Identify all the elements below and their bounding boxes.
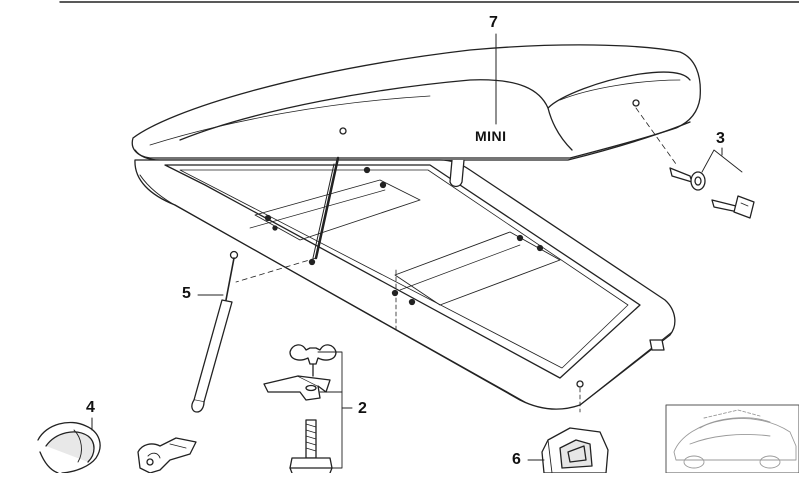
callout-3: 3 [716,130,725,147]
roof-box-icon [131,44,701,410]
key-icon [711,195,755,219]
callout-2: 2 [358,400,367,417]
bolt-icon [289,419,333,474]
callout-4: 4 [86,399,95,416]
clamp-plate-icon [263,375,331,401]
hinge-clip-icon [541,427,609,474]
callout-6: 6 [512,451,521,468]
gas-strut-icon [191,250,239,413]
strap-icon [37,421,101,474]
wing-nut-icon [289,344,337,377]
ratchet-buckle-icon [137,437,197,474]
callout-7: 7 [489,14,498,31]
car-thumbnail-icon [665,404,799,474]
callout-5: 5 [182,285,191,302]
lock-cylinder-icon [635,107,706,191]
brand-label: MINI [475,128,507,144]
